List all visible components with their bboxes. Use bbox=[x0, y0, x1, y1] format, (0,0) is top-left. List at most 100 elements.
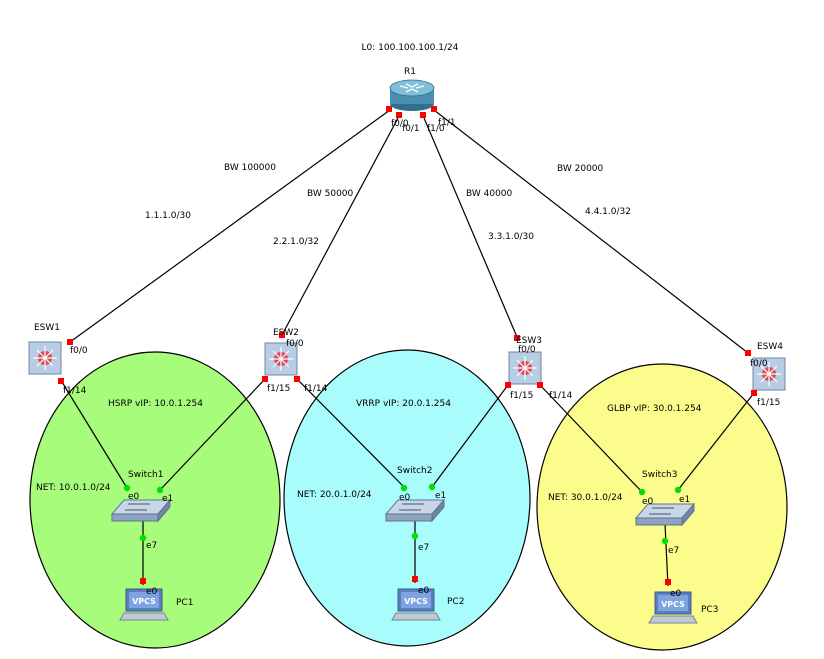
link2-bw-label: BW 50000 bbox=[307, 189, 354, 199]
link-r1-esw3[interactable] bbox=[423, 117, 518, 338]
port-dot bbox=[58, 378, 64, 384]
esw3-port-f1-14: f1/14 bbox=[549, 391, 573, 401]
link4-bw-label: BW 20000 bbox=[557, 164, 604, 174]
esw2-port-f1-15: f1/15 bbox=[267, 384, 290, 394]
pc2-icon[interactable]: VPCS bbox=[391, 588, 441, 621]
port-dot bbox=[140, 578, 146, 584]
pc1-icon[interactable]: VPCS bbox=[119, 588, 169, 621]
link-esw4-switch3[interactable] bbox=[677, 392, 755, 491]
pc3-label: PC3 bbox=[701, 605, 718, 615]
switch3-icon[interactable] bbox=[634, 502, 696, 527]
switch3-port-e0: e0 bbox=[642, 497, 654, 507]
esw2-label: ESW2 bbox=[273, 328, 299, 338]
router-r1-label: R1 bbox=[404, 67, 416, 77]
port-dot bbox=[67, 339, 73, 345]
port-dot bbox=[751, 390, 757, 396]
switch3-port-e1: e1 bbox=[679, 495, 690, 505]
port-dot bbox=[400, 484, 408, 492]
switch1-label: Switch1 bbox=[128, 470, 163, 480]
link-r1-esw1[interactable] bbox=[69, 109, 391, 343]
port-dot bbox=[514, 335, 520, 341]
port-dot bbox=[420, 112, 426, 118]
port-dot bbox=[661, 537, 669, 545]
link4-subnet-label: 4.4.1.0/32 bbox=[585, 207, 631, 217]
link3-subnet-label: 3.3.1.0/30 bbox=[488, 232, 534, 242]
switch3-label: Switch3 bbox=[642, 470, 677, 480]
switch1-port-e7: e7 bbox=[146, 541, 157, 551]
port-dot bbox=[411, 532, 419, 540]
loopback-label: L0: 100.100.100.1/24 bbox=[362, 43, 459, 53]
switch1-icon[interactable] bbox=[110, 498, 172, 523]
router-r1[interactable] bbox=[389, 79, 435, 111]
esw4-label: ESW4 bbox=[757, 342, 783, 352]
esw3-icon[interactable] bbox=[508, 351, 542, 385]
esw2-port-f1-14: f1/14 bbox=[304, 384, 328, 394]
pc1-port-e0: e0 bbox=[146, 587, 158, 597]
port-dot bbox=[279, 332, 285, 338]
switch2-label: Switch2 bbox=[397, 466, 432, 476]
link3-bw-label: BW 40000 bbox=[466, 189, 513, 199]
link-esw1-switch1[interactable] bbox=[61, 381, 128, 489]
port-dot bbox=[745, 350, 751, 356]
pc3-icon-text: VPCS bbox=[661, 600, 685, 609]
switch1-port-e0: e0 bbox=[128, 492, 140, 502]
switch2-port-e7: e7 bbox=[418, 543, 429, 553]
link-r1-esw4[interactable] bbox=[433, 109, 749, 354]
r1-port-f1-0: f1/0 bbox=[427, 124, 445, 134]
esw2-icon[interactable] bbox=[264, 342, 298, 376]
pc1-icon-text: VPCS bbox=[132, 597, 156, 606]
port-dot bbox=[294, 376, 300, 382]
switch2-port-e0: e0 bbox=[399, 493, 411, 503]
link1-subnet-label: 1.1.1.0/30 bbox=[145, 211, 191, 221]
port-dot bbox=[262, 376, 268, 382]
pc2-icon-text: VPCS bbox=[404, 597, 428, 606]
port-dot bbox=[428, 483, 436, 491]
link2-subnet-label: 2.2.1.0/32 bbox=[273, 237, 319, 247]
port-dot bbox=[139, 534, 147, 542]
port-dot bbox=[638, 488, 646, 496]
esw3-port-f0-0: f0/0 bbox=[518, 345, 536, 355]
port-dot bbox=[431, 106, 437, 112]
port-dot bbox=[396, 112, 402, 118]
port-dot bbox=[537, 382, 543, 388]
esw4-port-f0-0: f0/0 bbox=[750, 359, 768, 369]
switch2-icon[interactable] bbox=[384, 498, 446, 523]
link-esw3-switch2[interactable] bbox=[431, 384, 509, 488]
link-switch3-pc3[interactable] bbox=[664, 523, 669, 587]
zone2-vip-label: VRRP vIP: 20.0.1.254 bbox=[356, 399, 451, 409]
port-dot bbox=[665, 579, 671, 585]
switch3-port-e7: e7 bbox=[668, 546, 679, 556]
esw1-port-f1-14: f1/14 bbox=[63, 386, 87, 396]
esw4-port-f1-15: f1/15 bbox=[757, 398, 780, 408]
pc3-port-e0: e0 bbox=[670, 589, 682, 599]
zone1-net-label: NET: 10.0.1.0/24 bbox=[36, 483, 111, 493]
r1-port-f0-1: f0/1 bbox=[402, 124, 420, 134]
switch1-port-e1: e1 bbox=[162, 494, 173, 504]
link1-bw-label: BW 100000 bbox=[224, 163, 276, 173]
link-esw2-switch1[interactable] bbox=[159, 378, 266, 491]
link-r1-esw2[interactable] bbox=[281, 117, 399, 336]
esw4-icon[interactable] bbox=[752, 357, 786, 391]
port-dot bbox=[674, 486, 682, 494]
port-dot bbox=[386, 106, 392, 112]
switch2-port-e1: e1 bbox=[435, 491, 446, 501]
r1-port-f1-1: f1/1 bbox=[438, 118, 456, 128]
link-esw3-switch3[interactable] bbox=[539, 384, 643, 493]
port-dot bbox=[412, 576, 418, 582]
pc2-port-e0: e0 bbox=[418, 586, 430, 596]
zone2-net-label: NET: 20.0.1.0/24 bbox=[297, 490, 372, 500]
pc3-icon[interactable]: VPCS bbox=[648, 591, 698, 624]
esw2-port-f0-0: f0/0 bbox=[286, 339, 304, 349]
zone1-vip-label: HSRP vIP: 10.0.1.254 bbox=[108, 399, 203, 409]
link-esw2-switch2[interactable] bbox=[296, 378, 406, 489]
zone3-vip-label: GLBP vIP: 30.0.1.254 bbox=[607, 404, 702, 414]
zone-2-ellipse bbox=[283, 349, 531, 647]
esw3-label: ESW3 bbox=[516, 336, 542, 346]
esw1-label: ESW1 bbox=[34, 323, 60, 333]
pc2-label: PC2 bbox=[447, 597, 464, 607]
port-dot bbox=[505, 382, 511, 388]
esw3-port-f1-15: f1/15 bbox=[510, 391, 533, 401]
esw1-icon[interactable] bbox=[28, 341, 62, 375]
port-dot bbox=[156, 486, 164, 494]
r1-port-f0-0: f0/0 bbox=[391, 119, 409, 129]
